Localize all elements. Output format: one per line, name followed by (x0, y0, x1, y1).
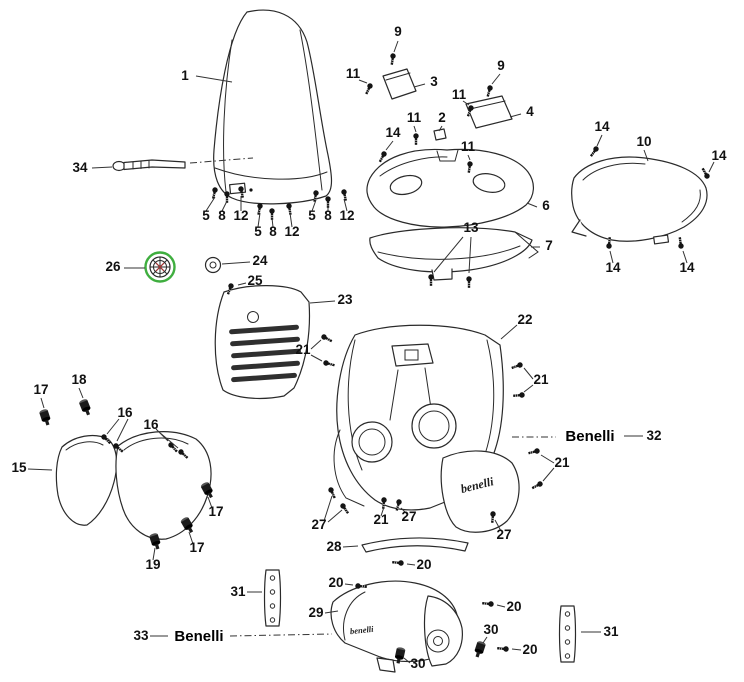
callout-labels: 1 34 5 8 12 5 8 12 5 8 12 9 11 3 9 11 4 … (11, 24, 727, 671)
part-label-14a: 14 (385, 125, 401, 140)
part-label-29: 29 (308, 605, 323, 620)
part-label-20d: 20 (522, 642, 537, 657)
part-label-7: 7 (545, 238, 553, 253)
part-label-19: 19 (145, 557, 160, 572)
part-label-1: 1 (181, 68, 189, 83)
part-label-9b: 9 (497, 58, 505, 73)
windshield-part-1 (213, 9, 333, 205)
part-label-8a: 8 (218, 208, 226, 223)
part-label-30b: 30 (410, 656, 425, 671)
fender-benelli-script: benelli (349, 624, 374, 636)
part-label-3: 3 (430, 74, 438, 89)
part-label-12c: 12 (339, 208, 354, 223)
part-label-10: 10 (636, 134, 651, 149)
trim-strip-part-28 (361, 537, 469, 553)
part-label-31b: 31 (603, 624, 619, 639)
part-label-14b: 14 (594, 119, 610, 134)
clip-part-2 (433, 128, 447, 141)
part-label-14c: 14 (711, 148, 727, 163)
part-label-23: 23 (337, 292, 353, 307)
grille-part-23 (214, 285, 311, 400)
side-panel-part-15 (55, 434, 118, 526)
part-label-21a: 21 (295, 342, 311, 357)
part-label-6: 6 (542, 198, 550, 213)
part-label-11d: 11 (461, 139, 476, 154)
part-label-5b: 5 (254, 224, 262, 239)
strip-part-31-left (263, 569, 282, 627)
part-label-2: 2 (438, 110, 446, 125)
part-label-25: 25 (247, 273, 263, 288)
lower-cover-part-7 (369, 227, 539, 281)
part-label-30a: 30 (483, 622, 498, 637)
part-label-11a: 11 (346, 66, 361, 81)
part-label-17a: 17 (33, 382, 48, 397)
part-label-12a: 12 (233, 208, 248, 223)
part-label-27a: 27 (311, 517, 326, 532)
part-label-31a: 31 (230, 584, 246, 599)
part-label-12b: 12 (284, 224, 299, 239)
part-label-21d: 21 (373, 512, 389, 527)
part-label-15: 15 (11, 460, 27, 475)
part-label-11c: 11 (407, 110, 422, 125)
leader-lines (27, 40, 715, 664)
part-label-22: 22 (517, 312, 532, 327)
part-label-9a: 9 (394, 24, 402, 39)
emblem-part-26 (144, 251, 176, 283)
part-label-16a: 16 (117, 405, 133, 420)
fender-part-29: benelli (330, 580, 463, 673)
part-label-28: 28 (326, 539, 342, 554)
part-label-27b: 27 (401, 509, 416, 524)
part-label-13: 13 (463, 220, 479, 235)
rear-cover-part-10 (571, 156, 708, 245)
side-panel-part-16 (115, 431, 212, 540)
part-label-33: 33 (133, 628, 149, 643)
part-label-21c: 21 (554, 455, 570, 470)
part-label-27c: 27 (496, 527, 511, 542)
cable-part-34 (112, 159, 186, 172)
part-label-24: 24 (252, 253, 268, 268)
cover-part-3 (382, 68, 417, 100)
round-part-24 (204, 256, 222, 274)
part-label-26: 26 (105, 259, 121, 274)
lower-panel-right: benelli (440, 450, 520, 533)
part-label-11b: 11 (452, 87, 467, 102)
part-label-32: 32 (646, 428, 661, 443)
part-label-20b: 20 (328, 575, 343, 590)
headlight-cover-part-6 (366, 148, 534, 228)
part-label-5c: 5 (308, 208, 316, 223)
part-label-14d: 14 (605, 260, 621, 275)
part-label-8c: 8 (324, 208, 332, 223)
part-label-17b: 17 (208, 504, 223, 519)
part-label-4: 4 (526, 104, 534, 119)
part-label-8b: 8 (269, 224, 277, 239)
part-label-34: 34 (72, 160, 88, 175)
part-label-20a: 20 (416, 557, 431, 572)
cover-part-4 (465, 95, 513, 129)
part-label-16b: 16 (143, 417, 159, 432)
part-label-5a: 5 (202, 208, 210, 223)
brand-label-right: Benelli (565, 428, 614, 445)
brand-label-left: Benelli (174, 628, 223, 645)
part-label-14e: 14 (679, 260, 695, 275)
strip-part-31-right (558, 605, 577, 663)
highlight-ring (144, 251, 176, 283)
part-label-17c: 17 (189, 540, 204, 555)
part-label-18: 18 (71, 372, 87, 387)
part-label-20c: 20 (506, 599, 521, 614)
part-label-21b: 21 (533, 372, 549, 387)
